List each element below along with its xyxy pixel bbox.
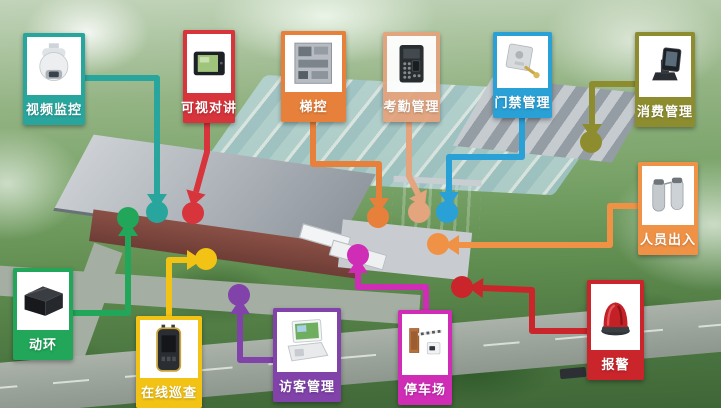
connector-dot-video-intercom [182,202,204,224]
connector-dot-online-patrol [195,248,217,270]
card-online-patrol: 在线巡查 [136,316,202,408]
connector-arrow-personnel-entry [444,235,459,255]
connector-arrow-elevator-control [369,198,389,213]
card-label: 可视对讲 [181,99,238,115]
card-label: 门禁管理 [494,94,551,110]
attendance-terminal-icon [387,36,436,92]
card-elevator-control: 梯控 [281,31,346,122]
card-video-intercom: 可视对讲 [181,30,238,123]
patrol-handheld-icon [140,320,198,378]
card-video-surveillance: 视频监控 [23,33,85,125]
connector-arrow-visitor [230,299,250,314]
card-label: 视频监控 [26,101,83,117]
card-label: 访客管理 [278,378,335,394]
connector-line-online-patrol [166,257,187,316]
card-attendance: 考勤管理 [383,32,440,122]
connector-arrow-alarm [468,278,484,298]
connector-line-video-surveillance [85,75,160,194]
connector-line-visitor [237,314,273,363]
connector-dot-parking [347,244,369,266]
card-label: 动环 [28,336,57,352]
access-card-reader-icon [497,36,548,88]
connector-arrow-online-patrol [187,250,202,270]
connector-dot-personnel-entry [427,233,449,255]
connector-line-attendance [406,122,421,196]
card-label: 在线巡查 [140,384,197,400]
card-personnel-entry: 人员出入 [638,162,698,255]
connector-line-elevator-control [310,122,382,198]
card-label: 人员出入 [640,231,697,247]
connector-line-parking [355,273,429,310]
power-env-box-icon [17,272,69,330]
connector-dot-alarm [451,276,473,298]
connector-line-power-env [73,236,131,316]
connector-dot-access-control [436,201,458,223]
connector-line-alarm [482,285,587,334]
card-label: 梯控 [299,98,328,114]
card-label: 考勤管理 [383,98,440,114]
barrier-gate-icon [402,314,448,375]
elevator-control-panel-icon [285,35,342,92]
card-alarm: 报警 [587,280,644,380]
connector-arrow-access-control [439,192,459,207]
connector-line-access-control [446,118,525,192]
card-access-control: 门禁管理 [493,32,552,118]
connector-dot-consumption [580,131,602,153]
connector-dot-elevator-control [367,206,389,228]
card-label: 停车场 [403,381,446,397]
dome-camera-icon [27,37,81,95]
connector-line-consumption [589,81,635,124]
pos-terminal-icon [639,36,691,97]
connector-dot-attendance [408,201,430,223]
card-visitor: 访客管理 [273,308,341,402]
intercom-tablet-icon [187,34,231,93]
connector-line-video-intercom [193,123,210,193]
connector-line-personnel-entry [459,203,638,248]
connector-dot-visitor [228,284,250,306]
card-power-env: 动环 [13,268,73,360]
card-consumption: 消费管理 [635,32,695,127]
card-label: 报警 [601,356,630,372]
connector-dot-video-surveillance [146,201,168,223]
card-parking: 停车场 [398,310,452,405]
connector-dot-power-env [117,207,139,229]
visitor-kiosk-icon [277,312,337,372]
alarm-beacon-icon [591,284,640,350]
card-label: 消费管理 [637,103,694,119]
turnstile-icon [642,166,694,225]
